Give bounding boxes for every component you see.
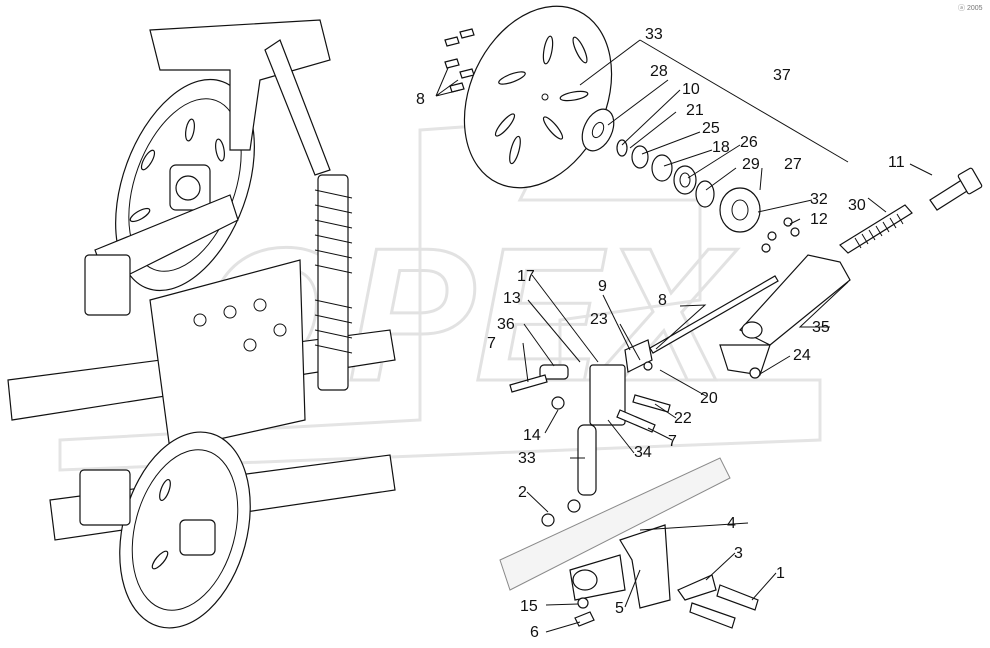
callout-27: 27 xyxy=(784,156,802,173)
callout-33: 33 xyxy=(518,450,536,467)
pin-33 xyxy=(541,424,597,527)
callout-15: 13 xyxy=(503,290,521,307)
callout-11: 11 xyxy=(888,154,905,171)
callout-22: 22 xyxy=(674,410,692,427)
callout-6: 6 xyxy=(530,624,539,641)
bolt-11-spring-30 xyxy=(839,167,983,254)
circlip-18 xyxy=(651,154,673,182)
callout-31: 33 xyxy=(645,26,663,43)
callout-17: 15 xyxy=(520,598,538,615)
callout-18: 18 xyxy=(712,139,730,156)
callout-19: 17 xyxy=(517,268,535,285)
callout-32: 32 xyxy=(810,191,828,208)
arm-35 xyxy=(719,254,851,379)
callout-34: 34 xyxy=(634,444,652,461)
bolt-set-8 xyxy=(444,28,475,93)
ring-12 xyxy=(616,139,628,157)
callout-23: 23 xyxy=(590,311,608,328)
callout-25: 25 xyxy=(702,120,720,137)
callout-3: 3 xyxy=(734,545,743,562)
callout-1: 1 xyxy=(776,565,785,582)
callout-36: 36 xyxy=(497,316,515,333)
callout-8: 8 xyxy=(416,91,425,108)
callout-12: 10 xyxy=(682,81,700,98)
bracket-34 xyxy=(589,339,653,426)
callout-9: 8 xyxy=(658,292,667,309)
corner-mark: ⓐ 2005 xyxy=(958,4,983,12)
flange-28 xyxy=(581,108,615,152)
bearing-26 xyxy=(673,165,697,195)
assembled-row-unit xyxy=(7,19,396,629)
callout-35: 35 xyxy=(812,319,830,336)
hub-assembly xyxy=(581,108,800,253)
lower-bracket xyxy=(499,457,759,629)
callout-20: 20 xyxy=(700,390,718,407)
callout-30: 30 xyxy=(848,197,866,214)
leader-lines xyxy=(435,39,933,633)
callout-37: 37 xyxy=(773,67,791,84)
callout-13: 12 xyxy=(810,211,828,228)
callout-4: 4 xyxy=(727,515,736,532)
callout-10: 9 xyxy=(598,278,607,295)
callout-7b: 7 xyxy=(668,433,677,450)
callout-28: 28 xyxy=(650,63,668,80)
housing-32 xyxy=(719,187,761,233)
callout-21: 21 xyxy=(686,102,704,119)
callout-14: 14 xyxy=(523,427,541,444)
washer-29 xyxy=(695,180,715,208)
disc-31 xyxy=(463,5,613,189)
rod-9 xyxy=(649,275,779,354)
callout-29: 29 xyxy=(742,156,760,173)
spring-column xyxy=(314,174,353,391)
callout-26: 26 xyxy=(740,134,758,151)
callout-2: 2 xyxy=(518,484,527,501)
seal-25 xyxy=(631,145,649,169)
callout-24: 24 xyxy=(793,347,811,364)
callout-5: 5 xyxy=(615,600,624,617)
callout-7a: 7 xyxy=(487,335,496,352)
callouts: 8 33 37 28 10 21 25 26 18 29 27 11 30 32… xyxy=(416,26,905,641)
